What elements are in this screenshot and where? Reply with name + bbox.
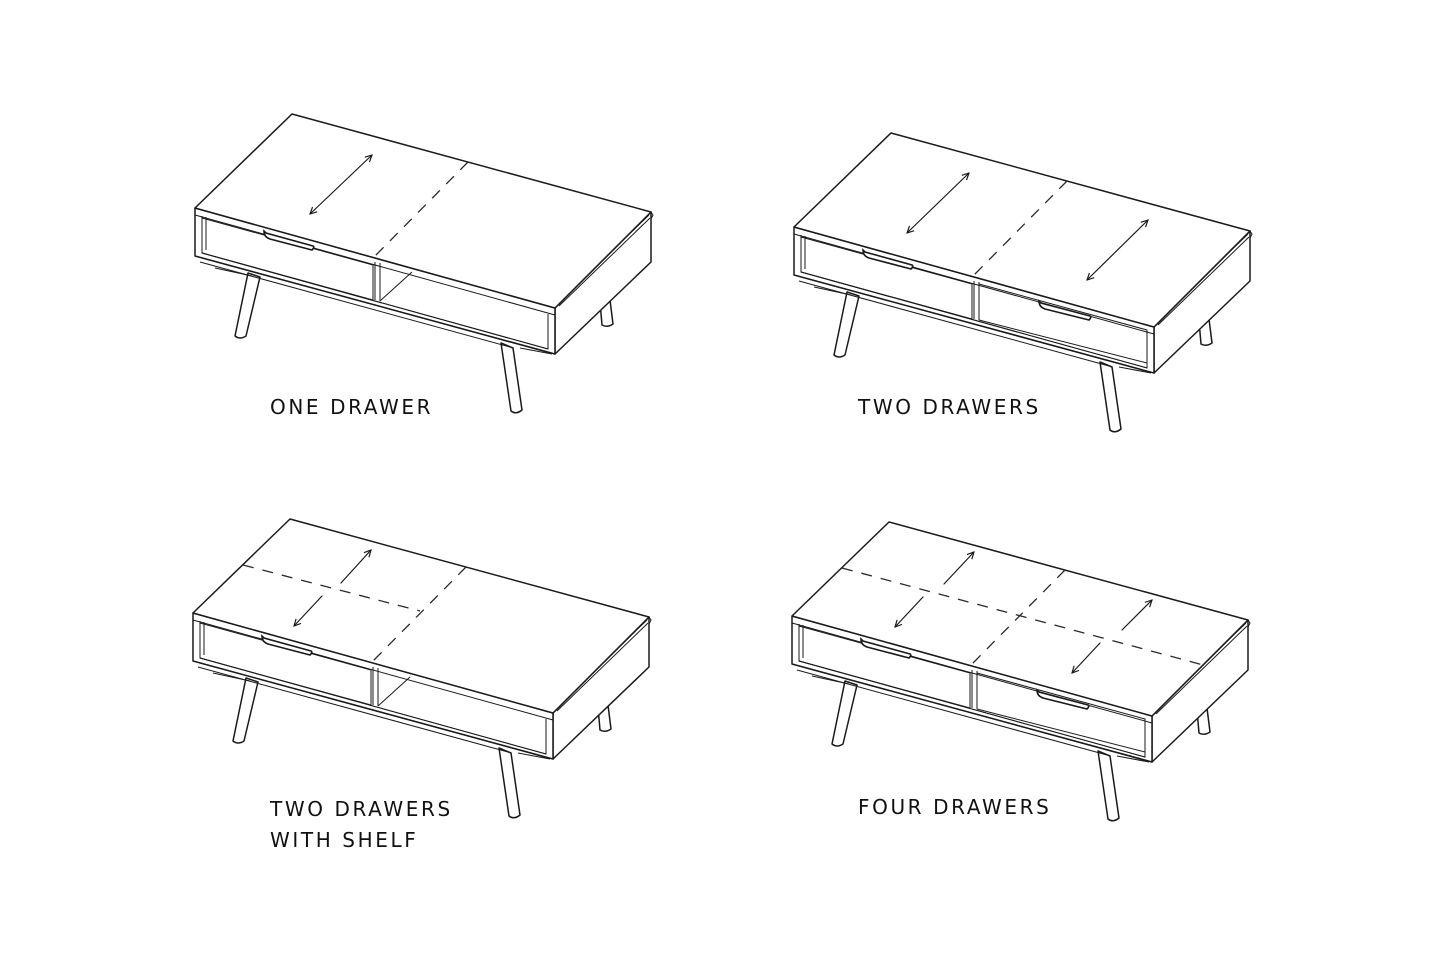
label-one-drawer: ONE DRAWER — [270, 395, 434, 419]
slide-arrow-icon — [1121, 600, 1152, 631]
slide-arrow-icon — [895, 596, 924, 627]
slide-arrow-icon — [1087, 220, 1148, 280]
slide-arrow-icon — [294, 595, 323, 626]
slide-arrow-icon — [310, 155, 372, 214]
slide-arrow-icon — [1072, 642, 1101, 673]
label-four-drawers: FOUR DRAWERS — [858, 795, 1052, 819]
table-two-drawers — [793, 132, 1253, 433]
table-four-drawers — [791, 521, 1251, 822]
label-two-drawers: TWO DRAWERS — [858, 395, 1041, 419]
slide-arrow-icon — [943, 552, 974, 585]
split-line-vertical — [374, 161, 469, 257]
slide-arrow-icon — [340, 550, 371, 584]
table-two-drawers-with-shelf — [192, 518, 652, 819]
table-one-drawer — [194, 113, 654, 414]
label-two-drawers-with-shelf-line1: TWO DRAWERS — [270, 797, 453, 821]
slide-arrow-icon — [907, 173, 969, 233]
label-two-drawers-with-shelf-line2: WITH SHELF — [270, 828, 419, 852]
